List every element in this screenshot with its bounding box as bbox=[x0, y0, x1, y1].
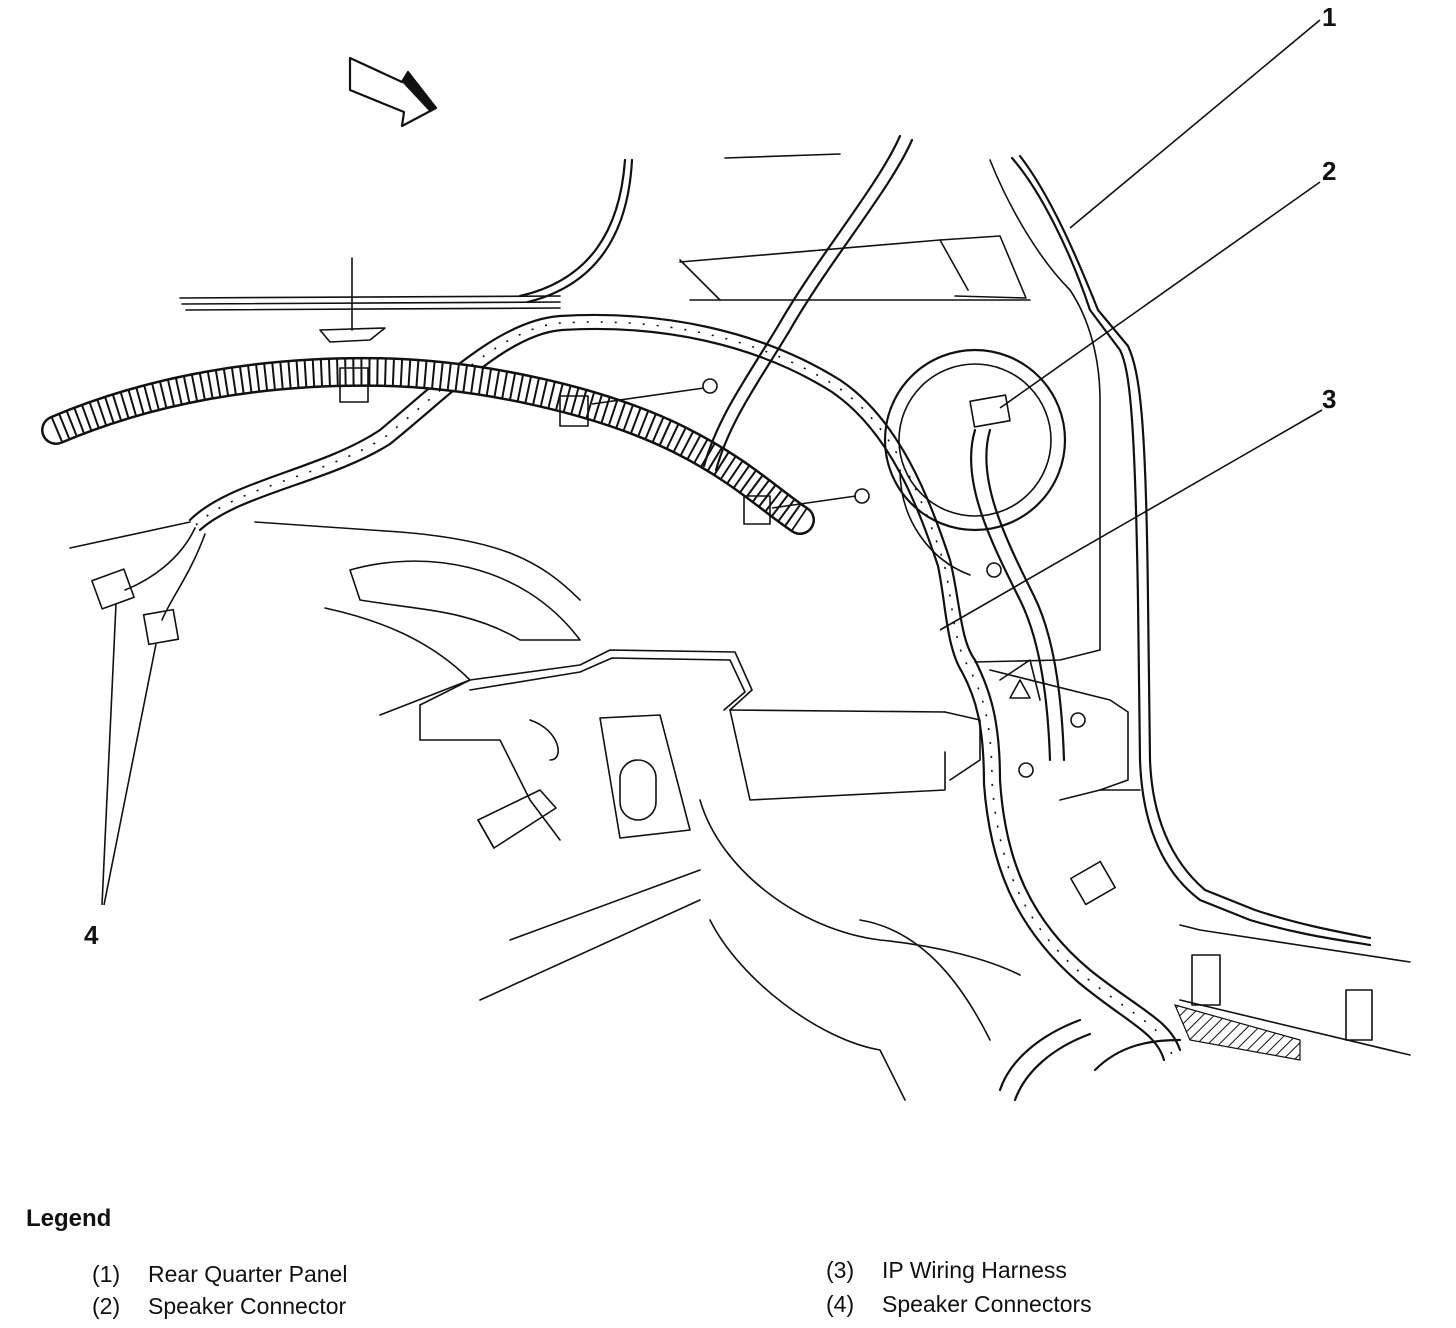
callout-3: 3 bbox=[1322, 384, 1336, 414]
direction-arrow-icon bbox=[348, 56, 438, 128]
ip-wiring-harness bbox=[188, 313, 1182, 1102]
callout-1: 1 bbox=[1322, 2, 1336, 32]
legend: Legend (1) Rear Quarter Panel (2) Speaker … bbox=[26, 1205, 1426, 1325]
legend-item-speaker-connectors: (4) Speaker Connectors bbox=[826, 1291, 1092, 1318]
speaker-connector bbox=[969, 394, 1066, 762]
fasteners bbox=[319, 257, 1086, 778]
legend-item-number: (2) bbox=[92, 1293, 121, 1319]
legend-item-number: (4) bbox=[826, 1291, 855, 1317]
callout-4: 4 bbox=[84, 920, 99, 950]
legend-item-text: IP Wiring Harness bbox=[882, 1257, 1067, 1283]
speaker-opening bbox=[883, 348, 1067, 532]
legend-item-speaker-connector: (2) Speaker Connector bbox=[92, 1293, 346, 1320]
wiring-diagram: 1 2 3 4 bbox=[41, 2, 1411, 1102]
legend-item-ip-wiring-harness: (3) IP Wiring Harness bbox=[826, 1257, 1067, 1284]
legend-item-text: Speaker Connectors bbox=[882, 1291, 1092, 1317]
legend-item-text: Speaker Connector bbox=[148, 1293, 347, 1319]
legend-item-number: (3) bbox=[826, 1257, 855, 1283]
legend-title: Legend bbox=[26, 1205, 112, 1232]
corrugated-conduit bbox=[41, 356, 815, 535]
legend-item-number: (1) bbox=[92, 1261, 121, 1287]
callout-leaders bbox=[101, 19, 1323, 906]
lower-body-structure bbox=[69, 469, 1129, 1101]
rear-quarter-panel bbox=[974, 154, 1411, 1061]
upper-harness bbox=[702, 134, 914, 472]
legend-item-text: Rear Quarter Panel bbox=[148, 1261, 348, 1287]
speaker-connectors bbox=[91, 527, 1117, 906]
legend-item-rear-quarter-panel: (1) Rear Quarter Panel bbox=[92, 1261, 347, 1288]
callout-2: 2 bbox=[1322, 156, 1336, 186]
upper-body-panel bbox=[179, 153, 1031, 311]
